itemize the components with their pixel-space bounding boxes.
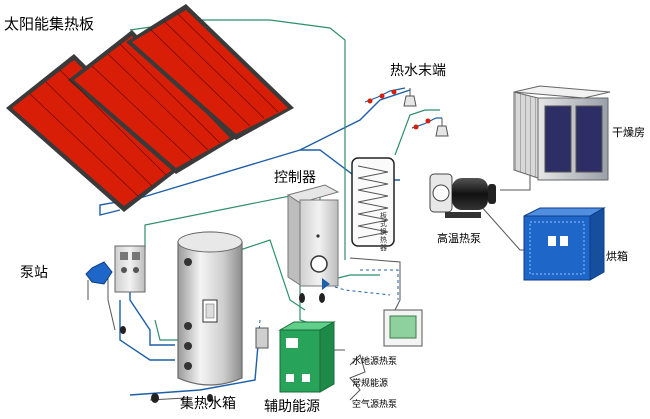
plate-exchanger-vertical-label: 板式换热器 (380, 212, 387, 252)
drying-room (513, 85, 611, 181)
drying-room-label: 干燥房 (612, 126, 645, 139)
aux-control-box (255, 327, 269, 349)
controller-label: 控制器 (274, 170, 316, 186)
pump-station (85, 245, 146, 293)
shower-head-icon-1 (403, 95, 417, 107)
water-ground-source-heat-pump-label: 水地源热泵 (352, 357, 398, 367)
drying-room-door-left (544, 105, 572, 173)
controller-gauge (310, 255, 328, 273)
controller-unit (286, 184, 340, 287)
heat-storage-tank-label: 集热水箱 (180, 396, 236, 412)
air-source-heat-pump-label: 空气源热泵 (352, 400, 398, 410)
heat-storage-tank (177, 231, 243, 386)
solar-collector-panels (6, 4, 294, 212)
flow-arrow-icon (322, 278, 330, 290)
shower-head-icon-2 (435, 125, 449, 137)
pump-station-label: 泵站 (20, 265, 48, 281)
expansion-tank-icon (85, 261, 113, 285)
hot-water-end-label: 热水末端 (390, 63, 446, 79)
oven (523, 207, 606, 281)
auxiliary-energy-label: 辅助能源 (264, 399, 320, 415)
tank-pipe-ports (184, 258, 192, 370)
remote-display-panel (383, 309, 423, 347)
solar-collector-label: 太阳能集热板 (4, 15, 95, 33)
drying-room-door-right (575, 105, 603, 173)
pump-station-box (114, 245, 146, 293)
high-temp-heat-pump-label: 高温热泵 (437, 232, 481, 245)
high-temp-heat-pump (429, 173, 496, 218)
conventional-energy-label: 常规能源 (352, 379, 389, 389)
auxiliary-energy-unit (255, 321, 336, 393)
valves (120, 293, 325, 403)
plate-heat-exchanger (351, 157, 395, 247)
hot-water-end-taps (364, 87, 449, 137)
oven-label: 烘箱 (606, 250, 628, 263)
